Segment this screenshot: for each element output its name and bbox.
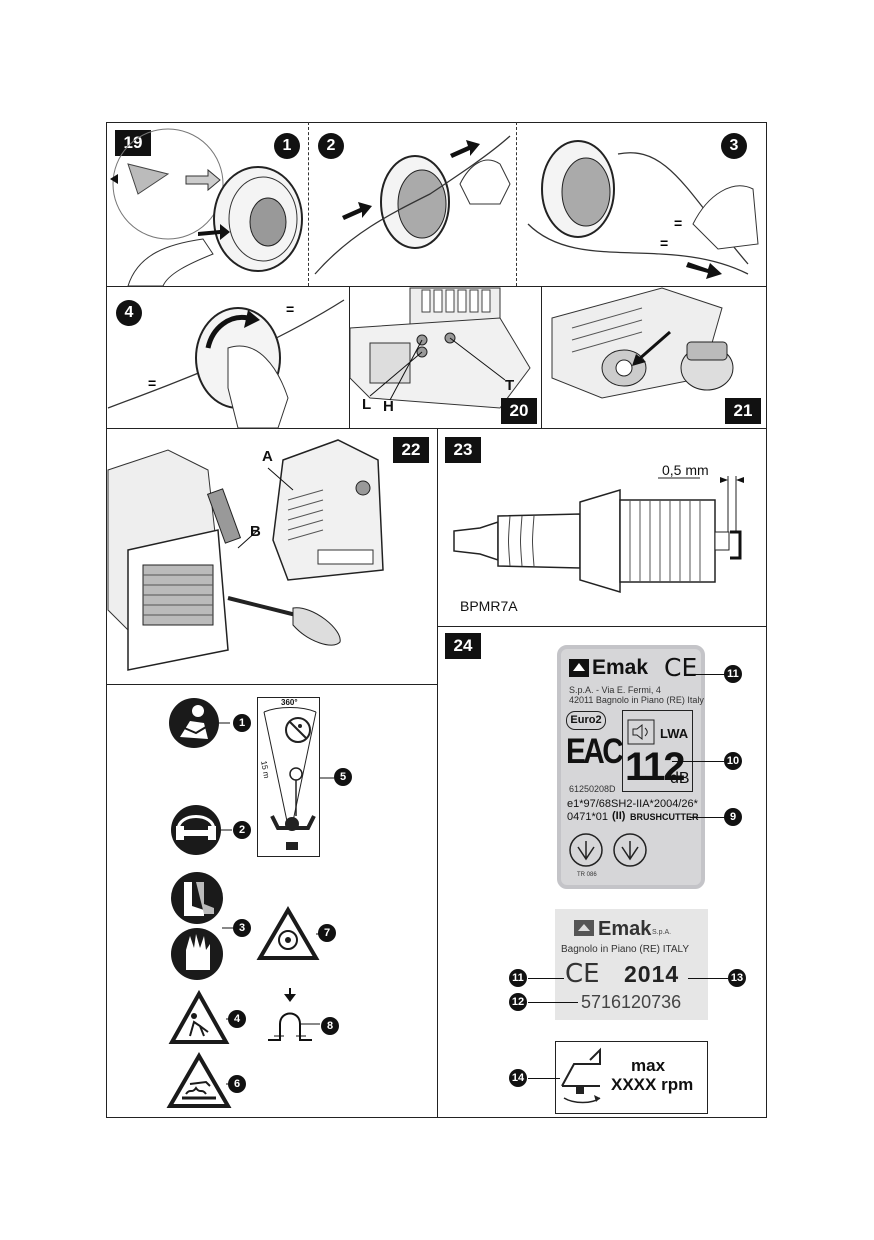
rating-plate-address-1: S.p.A. - Via E. Fermi, 4 bbox=[569, 685, 661, 695]
serial-plate-address: Bagnolo in Piano (RE) ITALY bbox=[561, 944, 690, 955]
divider bbox=[106, 684, 437, 685]
callout-12: 12 bbox=[509, 993, 527, 1011]
hot-surface-warning-icon bbox=[166, 1052, 232, 1108]
callout-line bbox=[528, 1078, 560, 1079]
safety-distance-diagram-icon bbox=[263, 707, 334, 850]
year-of-manufacture: 2014 bbox=[624, 961, 680, 987]
label-A: A bbox=[262, 448, 273, 465]
callout-4: 4 bbox=[228, 1010, 246, 1028]
callout-line bbox=[528, 978, 564, 979]
step-4: 4 bbox=[116, 300, 142, 326]
lwa-label: LWA bbox=[660, 726, 689, 741]
air-filter-illustration bbox=[107, 439, 384, 671]
callout-line bbox=[672, 761, 724, 762]
rating-plate bbox=[557, 645, 705, 889]
emak-logo-icon bbox=[574, 920, 594, 936]
divider bbox=[541, 286, 542, 428]
part-code: 61250208D bbox=[569, 784, 616, 794]
sound-level-unit: dB bbox=[670, 770, 690, 787]
figure-number-21: 21 bbox=[725, 398, 761, 424]
callout-8: 8 bbox=[321, 1017, 339, 1035]
serial-plate-ce: CE bbox=[565, 959, 600, 989]
safety-distance-panel bbox=[257, 697, 320, 857]
divider bbox=[437, 428, 438, 1118]
euro2-badge: Euro2 bbox=[566, 711, 606, 730]
callout-line bbox=[528, 1002, 578, 1003]
callout-5: 5 bbox=[334, 768, 352, 786]
label-T: T bbox=[505, 377, 515, 394]
read-manual-icon bbox=[169, 698, 230, 748]
callout-2: 2 bbox=[233, 821, 251, 839]
sound-level-box bbox=[622, 710, 693, 792]
speaker-icon bbox=[627, 719, 655, 745]
label-H: H bbox=[383, 398, 394, 415]
callout-7: 7 bbox=[318, 924, 336, 942]
rating-plate-brand: Emak bbox=[592, 656, 649, 679]
callout-11: 11 bbox=[509, 969, 527, 987]
callout-line bbox=[690, 817, 725, 818]
rating-plate-ce: CE bbox=[664, 653, 698, 682]
carburetor-illustration bbox=[349, 287, 531, 409]
label-L: L bbox=[362, 396, 372, 413]
callout-3: 3 bbox=[233, 919, 251, 937]
product-type: BRUSHCUTTER bbox=[630, 812, 699, 822]
serial-number: 5716120736 bbox=[581, 992, 682, 1012]
step-1: 1 bbox=[274, 133, 300, 159]
figure-frame bbox=[106, 122, 767, 1118]
step-3: 3 bbox=[721, 133, 747, 159]
guard-handle-icon bbox=[268, 988, 320, 1041]
ear-eye-protection-icon bbox=[171, 805, 232, 855]
callout-11: 11 bbox=[724, 665, 742, 683]
bystander-distance-warning-icon bbox=[168, 989, 232, 1044]
callout-13: 13 bbox=[728, 969, 746, 987]
boots-gloves-icon bbox=[171, 872, 234, 980]
fuel-cap-illustration bbox=[551, 287, 734, 399]
figure-number-24: 24 bbox=[445, 633, 481, 659]
rpm-label-max: max bbox=[631, 1056, 666, 1075]
dashed-divider bbox=[308, 122, 309, 286]
trimmer-head-illustration-step2 bbox=[314, 135, 511, 275]
callout-6: 6 bbox=[228, 1075, 246, 1093]
approval-line-1: e1*97/68SH2-IIA*2004/26* bbox=[567, 798, 698, 810]
eac-ukraine-mark-icon bbox=[569, 833, 647, 867]
equal-mark: = bbox=[674, 215, 682, 231]
equal-mark: = bbox=[660, 235, 668, 251]
spark-plug-model: BPMR7A bbox=[460, 598, 518, 614]
equal-mark: = bbox=[286, 301, 294, 317]
trimmer-head-illustration-step3: = = bbox=[527, 140, 759, 279]
kickback-thrown-objects-warning-icon bbox=[256, 906, 322, 960]
callout-1: 1 bbox=[233, 714, 251, 732]
callout-9: 9 bbox=[724, 808, 742, 826]
rotation-label: 360° bbox=[281, 698, 298, 707]
trimmer-head-illustration-step1 bbox=[110, 128, 303, 287]
divider bbox=[106, 286, 767, 287]
figure-number-20: 20 bbox=[501, 398, 537, 424]
spark-plug-illustration bbox=[453, 476, 744, 594]
spindle-rotation-icon bbox=[561, 1047, 601, 1104]
rpm-label-value: XXXX rpm bbox=[611, 1075, 694, 1094]
eac-mark: EAC bbox=[566, 732, 624, 771]
rating-plate-address-2: 42011 Bagnolo in Piano (RE) Italy bbox=[569, 695, 704, 705]
approval-line-2: 0471*01 bbox=[567, 811, 608, 823]
class-mark: (II) bbox=[612, 810, 626, 822]
electrode-gap-label: 0,5 mm bbox=[662, 462, 709, 478]
dashed-divider bbox=[516, 122, 517, 286]
tr-mark: TR 086 bbox=[577, 872, 597, 878]
label-B: B bbox=[250, 523, 261, 540]
divider bbox=[437, 626, 767, 627]
trimmer-head-illustration-step4: = = bbox=[107, 299, 345, 429]
callout-10: 10 bbox=[724, 752, 742, 770]
callout-14: 14 bbox=[509, 1069, 527, 1087]
divider bbox=[106, 428, 767, 429]
figure-number-22: 22 bbox=[393, 437, 429, 463]
serial-plate-brand: Emak bbox=[598, 918, 652, 940]
serial-plate-brand-suffix: S.p.A. bbox=[652, 929, 672, 936]
callout-line bbox=[690, 674, 725, 675]
sound-level-value: 112 bbox=[625, 745, 686, 789]
callout-line bbox=[688, 978, 728, 979]
equal-mark: = bbox=[148, 375, 156, 391]
figure-number-23: 23 bbox=[445, 437, 481, 463]
emak-logo-icon bbox=[569, 659, 589, 677]
step-2: 2 bbox=[318, 133, 344, 159]
